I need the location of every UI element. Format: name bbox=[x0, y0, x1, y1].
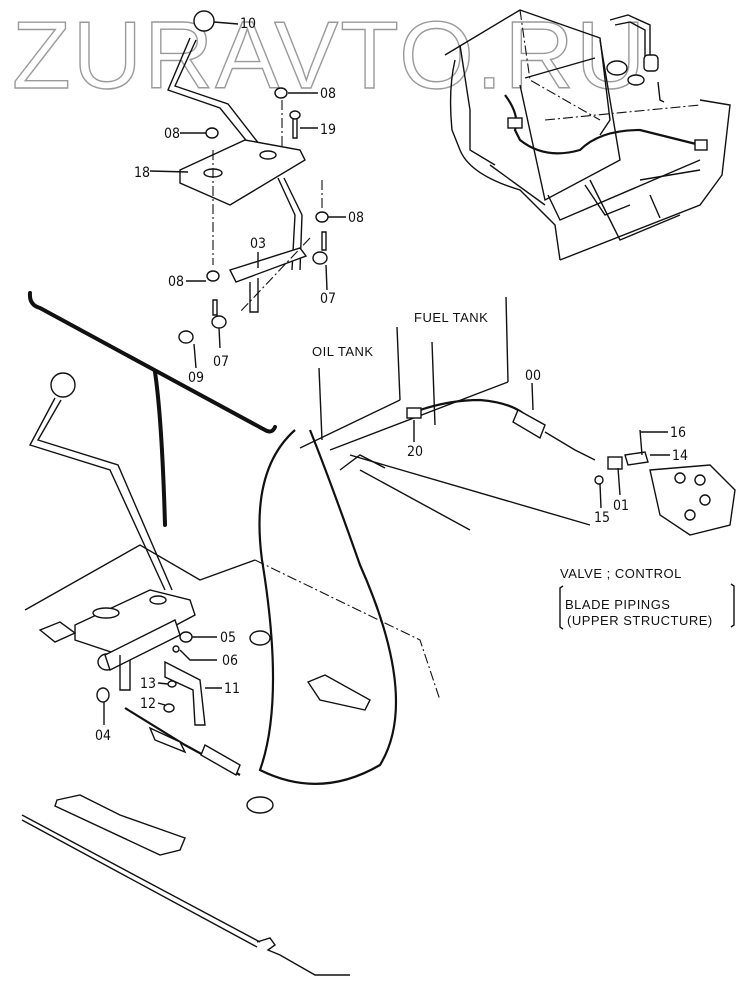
leader-lines bbox=[103, 21, 670, 725]
callout-14: 14 bbox=[672, 448, 688, 464]
callout-19: 19 bbox=[320, 122, 336, 138]
fuel-tank-label: FUEL TANK bbox=[414, 310, 488, 325]
callout-06: 06 bbox=[222, 653, 238, 669]
callout-20: 20 bbox=[407, 444, 423, 460]
caption-line-1: BLADE PIPINGS bbox=[565, 597, 670, 612]
machine-overview-drawing bbox=[444, 9, 731, 261]
tank-and-cable-drawing bbox=[258, 296, 736, 785]
callout-08: 08 bbox=[168, 274, 184, 290]
callout-12: 12 bbox=[140, 696, 156, 712]
callout-00: 00 bbox=[525, 368, 541, 384]
caption-bracket-left bbox=[559, 585, 564, 630]
callout-08: 08 bbox=[320, 86, 336, 102]
callout-03: 03 bbox=[250, 236, 266, 252]
watermark: ZURAVTO.RU bbox=[12, 2, 647, 109]
callout-07: 07 bbox=[213, 354, 229, 370]
callout-08: 08 bbox=[348, 210, 364, 226]
callout-10: 10 bbox=[240, 16, 256, 32]
callout-08: 08 bbox=[164, 126, 180, 142]
lower-lever-assembly bbox=[21, 372, 441, 976]
section-bracket-lines bbox=[27, 291, 277, 527]
callout-11: 11 bbox=[224, 681, 240, 697]
callout-07: 07 bbox=[320, 291, 336, 307]
callout-04: 04 bbox=[95, 728, 111, 744]
caption: VALVE ; CONTROL BLADE PIPINGS (UPPER STR… bbox=[559, 566, 735, 630]
callout-18: 18 bbox=[134, 165, 150, 181]
callout-15: 15 bbox=[594, 510, 610, 526]
upper-lever-assembly bbox=[167, 10, 329, 344]
callout-13: 13 bbox=[140, 676, 156, 692]
callout-labels: 10 08 08 19 18 08 03 08 07 09 07 00 20 1… bbox=[95, 16, 688, 744]
callout-01: 01 bbox=[613, 498, 629, 514]
caption-bracket-right bbox=[730, 583, 735, 628]
oil-tank-label: OIL TANK bbox=[312, 344, 374, 359]
callout-16: 16 bbox=[670, 425, 686, 441]
callout-05: 05 bbox=[220, 630, 236, 646]
caption-title: VALVE ; CONTROL bbox=[560, 566, 682, 581]
caption-line-2: (UPPER STRUCTURE) bbox=[567, 613, 713, 628]
callout-09: 09 bbox=[188, 370, 204, 386]
